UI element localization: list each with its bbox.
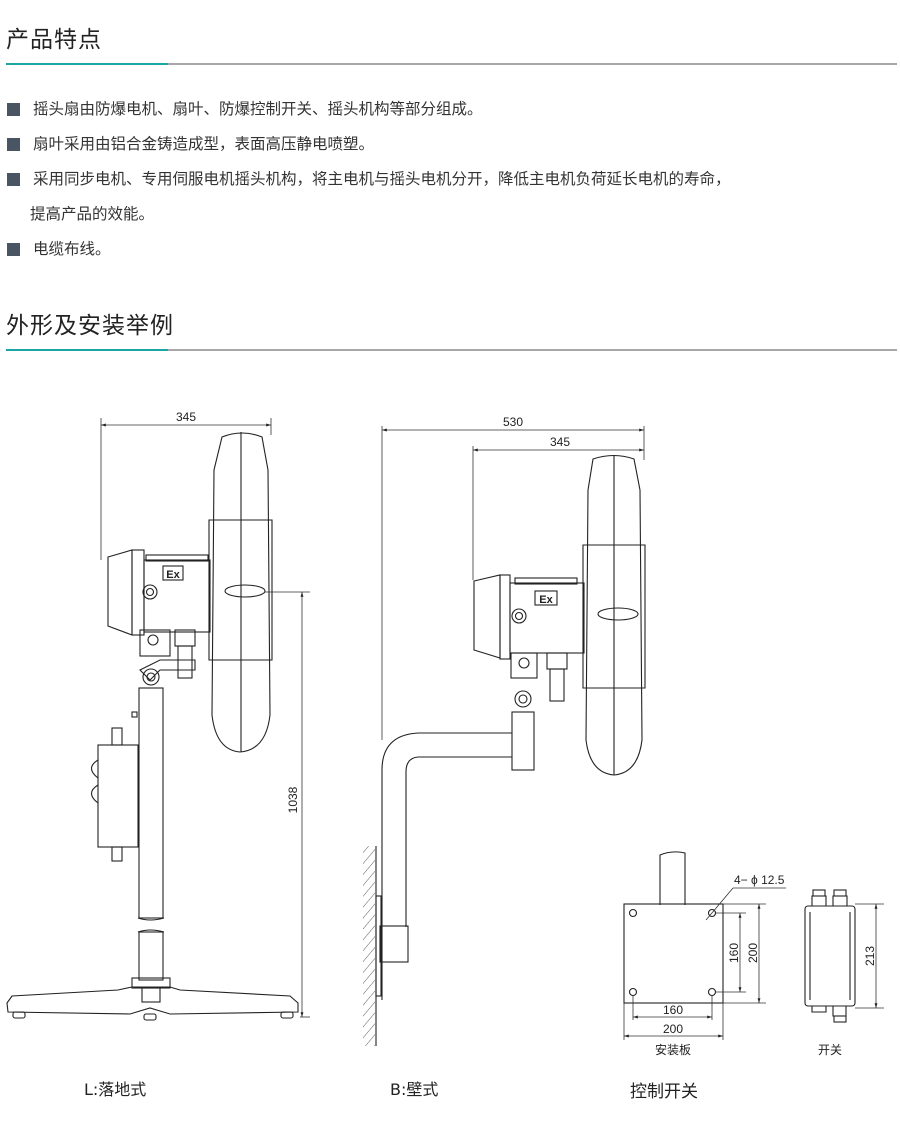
feature-text-continuation: 提高产品的效能。 [30, 205, 155, 223]
floor-fan-caption: L:落地式 [84, 1080, 147, 1099]
fan-guard-rim [582, 544, 646, 689]
square-bullet-icon [7, 138, 20, 151]
width-dimension-label: 345 [550, 435, 570, 449]
wall-hatch [363, 846, 375, 1046]
plate-width-label: 200 [663, 1022, 683, 1036]
ex-badge-label: Ex [539, 594, 553, 606]
pivot-knob-icon [142, 668, 160, 686]
ex-badge-label: Ex [166, 569, 180, 581]
height-dimension-label: 1038 [286, 786, 300, 813]
installation-rule [6, 349, 897, 351]
pivot-knob-icon [514, 690, 532, 708]
switch-label: 开关 [818, 1043, 842, 1057]
mount-hole-icon [628, 987, 638, 997]
cable-gland-icon [142, 584, 158, 600]
feature-item: 电缆布线。 [7, 232, 897, 267]
overall-dimension-label: 530 [503, 415, 523, 429]
motor-flange [131, 549, 145, 636]
switch-box [804, 905, 856, 1007]
control-switch-drawing: 4− ϕ 12.5 160 200 160 200 安装板 213 开关 [623, 851, 884, 1057]
fan-guard [585, 454, 643, 776]
square-bullet-icon [7, 173, 20, 186]
fan-pole [138, 687, 164, 919]
cable-gland-icon [511, 608, 527, 624]
feature-item: 扇叶采用由铝合金铸造成型，表面高压静电喷塑。 [7, 127, 897, 162]
feature-text: 摇头扇由防爆电机、扇叶、防爆控制开关、摇头机构等部分组成。 [33, 100, 483, 118]
bracket-arm-outer [381, 732, 512, 1000]
plate-height-label: 200 [746, 943, 760, 963]
feature-text: 扇叶采用由铝合金铸造成型，表面高压静电喷塑。 [33, 135, 375, 153]
mounting-plate [623, 903, 724, 1004]
features-list: 摇头扇由防爆电机、扇叶、防爆控制开关、摇头机构等部分组成。 扇叶采用由铝合金铸造… [7, 92, 897, 267]
mount-hole-icon [707, 908, 717, 918]
square-bullet-icon [7, 243, 20, 256]
control-switch-caption: 控制开关 [630, 1082, 698, 1102]
gland-icon [833, 889, 847, 897]
gearbox [510, 652, 538, 679]
hole-spacing-h-label: 160 [663, 1003, 683, 1017]
mount-hole-icon [628, 908, 638, 918]
control-box [97, 744, 139, 848]
motor-top [514, 577, 578, 585]
floor-fan-drawing: 345 1038 Ex [6, 410, 310, 1021]
wall-fan-caption: B:壁式 [390, 1080, 439, 1099]
feature-text: 电缆布线。 [33, 240, 111, 258]
gland-icon [833, 1015, 847, 1023]
gearbox [139, 629, 171, 657]
feature-item: 摇头扇由防爆电机、扇叶、防爆控制开关、摇头机构等部分组成。 [7, 92, 897, 127]
feature-text: 采用同步电机、专用伺服电机摇头机构，将主电机与摇头电机分开，降低主电机负荷延长电… [33, 170, 731, 188]
fan-pole-lower [138, 931, 164, 981]
features-heading: 产品特点 [6, 27, 102, 53]
fan-guard [211, 432, 271, 753]
hole-spacing-v-label: 160 [727, 943, 741, 963]
switch-height-label: 213 [863, 946, 877, 966]
hole-note-label: 4− ϕ 12.5 [734, 873, 785, 887]
square-bullet-icon [7, 103, 20, 116]
width-dimension-label: 345 [176, 410, 196, 424]
bracket-sleeve [511, 711, 535, 771]
ex-badge [534, 590, 558, 606]
ex-badge [162, 565, 184, 581]
motor-flange [499, 574, 511, 660]
features-rule-accent [6, 63, 168, 65]
installation-heading: 外形及安装举例 [6, 313, 174, 339]
mount-hole-icon [707, 987, 717, 997]
oscillation-link [177, 645, 193, 679]
installation-drawings: 345 1038 Ex [6, 410, 884, 1057]
fan-hub [597, 607, 639, 621]
features-rule [6, 63, 897, 65]
motor-top [145, 554, 209, 562]
fan-base [6, 986, 299, 1015]
wall-fan-drawing: 530 345 Ex [363, 415, 646, 1046]
conduit-pipe [659, 851, 686, 905]
plate-label: 安装板 [655, 1042, 691, 1057]
installation-rule-accent [6, 349, 168, 351]
oscillation-link [549, 668, 565, 702]
gland-icon [812, 889, 826, 897]
fan-hub [224, 584, 266, 598]
hole-leader-line [705, 887, 734, 921]
motor-cap [473, 574, 501, 659]
fan-guard-rim [208, 519, 273, 661]
feature-item: 采用同步电机、专用伺服电机摇头机构，将主电机与摇头电机分开，降低主电机负荷延长电… [7, 162, 897, 232]
motor-cap [107, 549, 133, 636]
bracket-arm-inner [405, 756, 512, 927]
wall-mount-block [379, 925, 409, 963]
